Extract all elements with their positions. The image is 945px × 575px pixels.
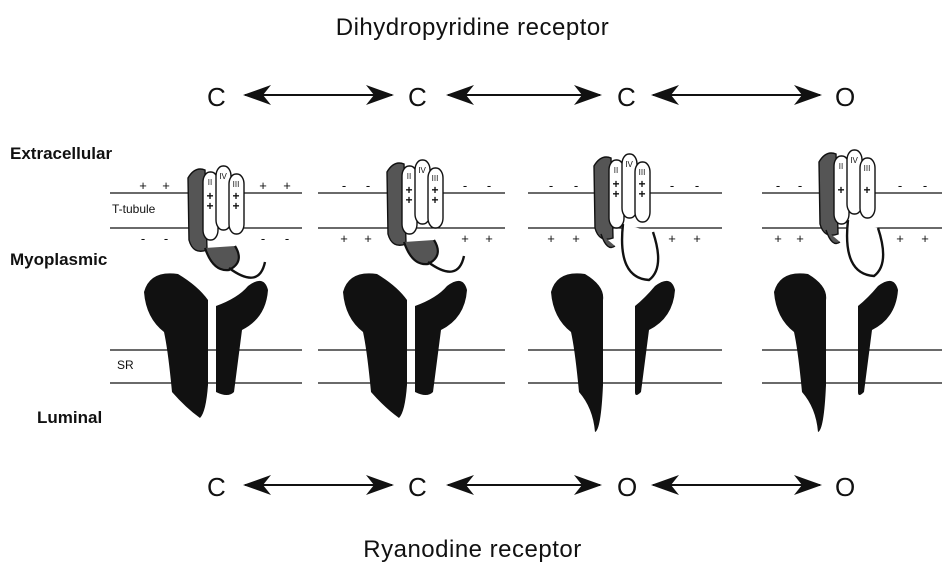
ryr-1-left-subunit xyxy=(144,273,208,418)
dhpr-1-ii-iii-loop xyxy=(205,246,239,270)
membrane-charge-inner-3-1: + xyxy=(547,231,555,246)
membrane-charge-inner-4-3: + xyxy=(896,231,904,246)
dhpr-2-domain-label-2: IV xyxy=(418,166,426,175)
dhpr-3-ii-iii-loop xyxy=(622,224,658,280)
membrane-charge-inner-3-4: + xyxy=(693,231,701,246)
dhpr-4-domain-label-2: IV xyxy=(850,156,858,165)
dhpr-2-domain-label-3: III xyxy=(432,174,439,183)
membrane-charge-inner-2-3: + xyxy=(461,231,469,246)
membrane-charge-outer-1-2: + xyxy=(162,178,170,193)
membrane-charge-outer-4-2: - xyxy=(798,178,802,193)
ryr-3-right-subunit xyxy=(635,281,675,395)
ryr-4-right-subunit xyxy=(858,281,898,395)
membrane-charge-outer-2-4: - xyxy=(487,178,491,193)
dhpr-4-sensor-charge-b-2: + xyxy=(863,183,870,197)
membrane-charge-outer-1-3: + xyxy=(259,178,267,193)
dhpr-4-sensor-charge-a-2: + xyxy=(837,183,844,197)
membrane-charge-inner-1-2: - xyxy=(164,231,168,246)
membrane-charge-outer-3-1: - xyxy=(549,178,553,193)
membrane-charge-inner-3-3: + xyxy=(668,231,676,246)
membrane-charge-inner-1-3: - xyxy=(261,231,265,246)
membrane-charge-outer-3-4: - xyxy=(695,178,699,193)
membrane-charge-outer-4-4: - xyxy=(923,178,927,193)
dhpr-4-ii-iii-loop xyxy=(847,220,883,276)
dhpr-1-domain-label-1: II xyxy=(208,178,212,187)
ryr-4-left-subunit xyxy=(774,273,826,432)
membrane-charge-inner-4-1: + xyxy=(774,231,782,246)
membrane-charge-inner-4-4: + xyxy=(921,231,929,246)
dhpr-4-domain-label-3: III xyxy=(864,164,871,173)
dhpr-3-domain-label-2: IV xyxy=(625,160,633,169)
ryr-1-right-subunit xyxy=(216,281,268,395)
membrane-charge-inner-1-4: - xyxy=(285,231,289,246)
membrane-charge-inner-2-4: + xyxy=(485,231,493,246)
membrane-charge-outer-3-3: - xyxy=(670,178,674,193)
dhpr-3-sensor-charge-a-2: + xyxy=(612,187,619,201)
membrane-charge-inner-3-2: + xyxy=(572,231,580,246)
dhpr-4-domain-label-1: II xyxy=(839,162,843,171)
membrane-charge-outer-2-2: - xyxy=(366,178,370,193)
dhpr-3-domain-label-1: II xyxy=(614,166,618,175)
membrane-charge-outer-4-3: - xyxy=(898,178,902,193)
membrane-charge-outer-3-2: - xyxy=(574,178,578,193)
membrane-charge-outer-2-1: - xyxy=(342,178,346,193)
membrane-charge-inner-4-2: + xyxy=(796,231,804,246)
dhpr-2-ii-iii-loop xyxy=(404,240,438,264)
dhpr-1-sensor-charge-a-2: + xyxy=(206,199,213,213)
membrane-charge-inner-2-1: + xyxy=(340,231,348,246)
membrane-charge-inner-1-1: - xyxy=(141,231,145,246)
membrane-charge-outer-4-1: - xyxy=(776,178,780,193)
dhpr-1-domain-label-3: III xyxy=(233,180,240,189)
dhpr-3-sensor-charge-b-2: + xyxy=(638,187,645,201)
dhpr-3-domain-label-3: III xyxy=(639,168,646,177)
membrane-charge-inner-2-2: + xyxy=(364,231,372,246)
membrane-charge-outer-2-3: - xyxy=(463,178,467,193)
ryr-3-left-subunit xyxy=(551,273,603,432)
membrane-charge-outer-1-1: + xyxy=(139,178,147,193)
dhpr-2-sensor-charge-b-2: + xyxy=(431,193,438,207)
dhpr-2-domain-label-1: II xyxy=(407,172,411,181)
dhpr-2-sensor-charge-a-2: + xyxy=(405,193,412,207)
dhpr-1-sensor-charge-b-2: + xyxy=(232,199,239,213)
membrane-charge-outer-1-4: + xyxy=(283,178,291,193)
ryr-2-left-subunit xyxy=(343,273,407,418)
dhpr-1-domain-label-2: IV xyxy=(219,172,227,181)
ryr-2-right-subunit xyxy=(415,281,467,395)
